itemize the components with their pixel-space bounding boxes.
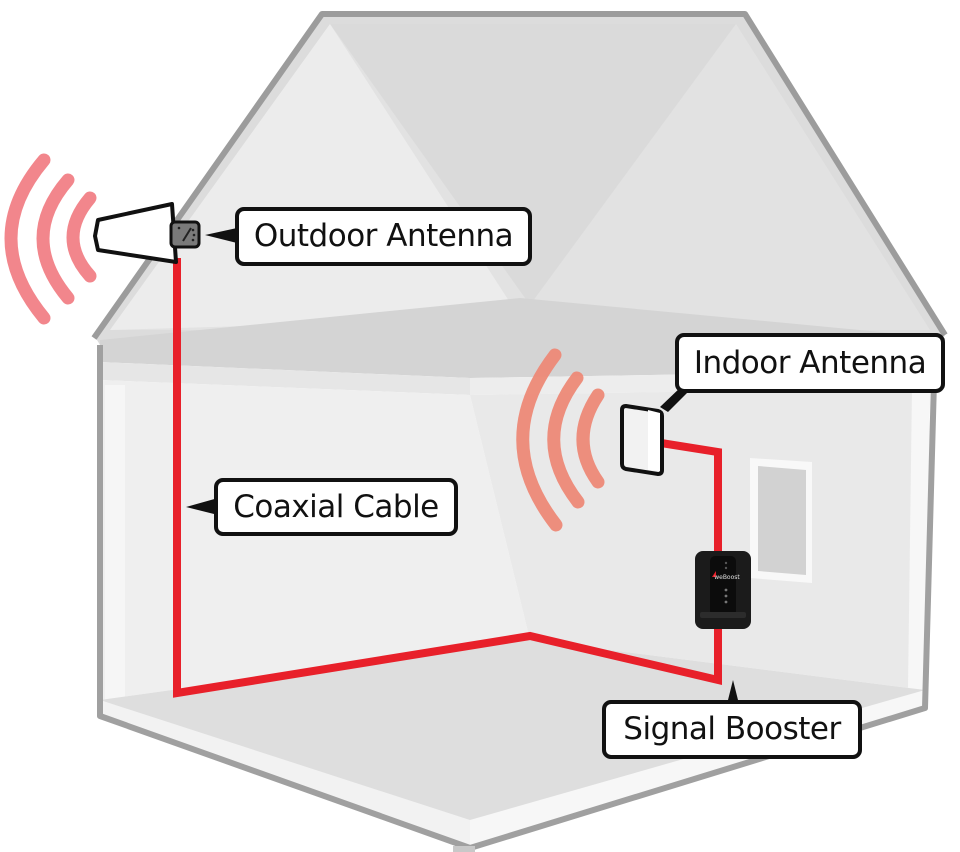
house-roof <box>91 11 948 345</box>
booster-brand-logo: weBoost <box>714 574 740 581</box>
outdoor-antenna-icon <box>93 202 237 264</box>
outdoor-antenna-label: Outdoor Antenna <box>235 207 532 266</box>
coaxial-cable-label: Coaxial Cable <box>214 478 458 536</box>
indoor-antenna-label: Indoor Antenna <box>675 333 945 393</box>
coaxial-cable <box>173 258 722 698</box>
signal-booster-icon: weBoost <box>695 551 751 704</box>
indoor-antenna-icon <box>620 385 690 477</box>
coaxial-cable-pointer <box>186 498 218 515</box>
house-walls <box>97 344 938 852</box>
window <box>750 458 812 583</box>
indoor-signal-waves-icon <box>516 348 605 532</box>
signal-booster-label: Signal Booster <box>602 700 862 759</box>
outdoor-signal-waves-icon <box>4 153 97 325</box>
